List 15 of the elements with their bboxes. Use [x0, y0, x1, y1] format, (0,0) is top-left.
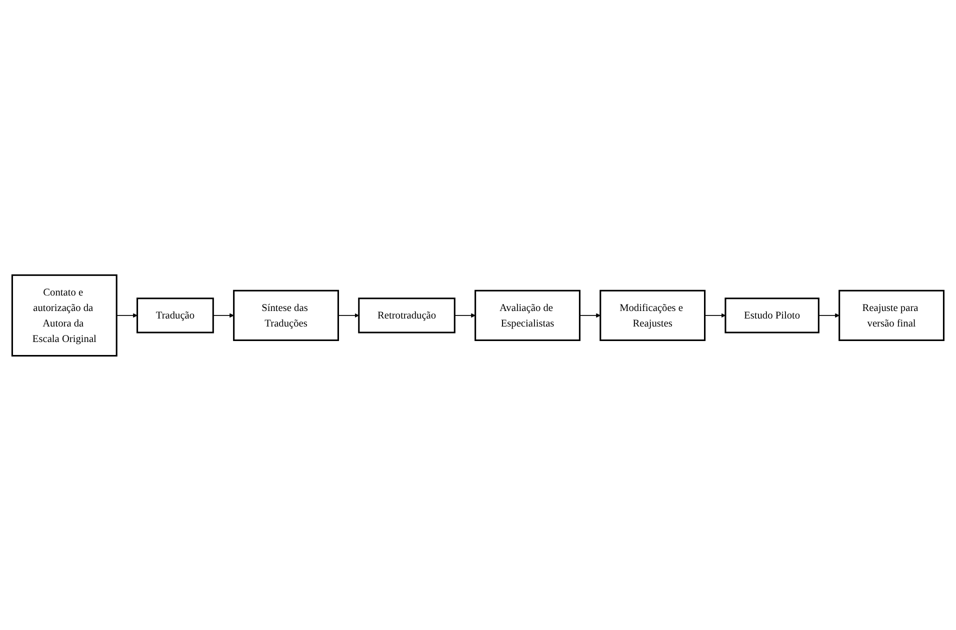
- node-box: Retrotradução: [358, 297, 456, 333]
- node-box: Avaliação de Especialistas: [474, 289, 581, 341]
- node-box: Contato e autorização da Autora da Escala Original: [11, 274, 118, 356]
- arrow: [704, 312, 726, 318]
- node-box: Estudo Piloto: [724, 297, 820, 333]
- arrow: [212, 312, 234, 318]
- arrow: [116, 312, 138, 318]
- node-box: Tradução: [136, 297, 214, 333]
- node-box: Modificações e Reajustes: [600, 289, 706, 341]
- node-box: Síntese das Traduções: [233, 289, 340, 341]
- arrow: [579, 312, 601, 318]
- node-box: Reajuste para versão final: [838, 289, 945, 341]
- arrow: [338, 312, 360, 318]
- arrow: [454, 312, 476, 318]
- arrow: [818, 312, 840, 318]
